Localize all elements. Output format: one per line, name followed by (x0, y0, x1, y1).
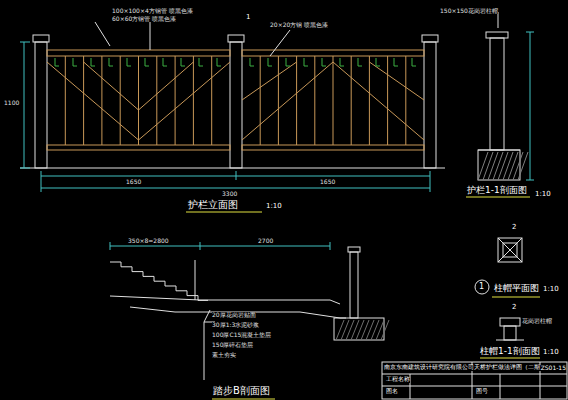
scale: 1:10 (543, 286, 559, 293)
note: 60×60方钢管 喷黑色漆 (112, 16, 176, 22)
layer-note: 素土夯实 (212, 352, 236, 358)
note: 150×150花岗岩柱帽 (440, 8, 498, 14)
section-mark: 1 (246, 14, 250, 21)
callout-number: 1 (479, 283, 484, 291)
dimension: 1650 (320, 179, 335, 185)
view-title: 护栏立面图 (188, 200, 238, 210)
section-mark: 2 (512, 224, 516, 231)
dimension: 3300 (222, 191, 237, 197)
dimension: 1100 (4, 100, 19, 106)
dimension: 2700 (258, 238, 273, 244)
title-block-cell: 图名 (386, 389, 398, 395)
dimension: 1650 (126, 179, 141, 185)
scale: 1:10 (266, 203, 282, 210)
layer-note: 20厚花岗岩贴面 (212, 312, 256, 318)
note: 20×20方钢 喷黑色漆 (270, 22, 328, 28)
note: 花岗岩柱帽 (522, 318, 552, 324)
scale: 1:10 (543, 349, 559, 356)
view-title: 踏步B剖面图 (213, 386, 270, 396)
note: 100×100×4方钢管 喷黑色漆 (112, 8, 193, 14)
title-block-cell: 工程名称 (386, 377, 410, 383)
view-title: 柱帽平面图 (494, 284, 539, 293)
title-block-cell: 图号 (476, 389, 488, 395)
title-block-cell: 南京东南建筑设计研究院有限公司 (384, 365, 474, 371)
layer-note: 30厚1:3水泥砂浆 (212, 322, 259, 328)
scale: 1:10 (535, 191, 551, 198)
dimension: 350×8=2800 (128, 238, 169, 244)
title-block-cell: 天桥护栏做法详图（二期） (474, 365, 546, 371)
view-title: 护栏1-1剖面图 (467, 186, 527, 195)
section-mark: 2 (512, 304, 516, 311)
view-title: 柱帽1-1剖面图 (480, 347, 540, 356)
title-block-cell: ZS01-15 (541, 365, 566, 371)
layer-note: 100厚C15混凝土垫层 (212, 332, 271, 338)
layer-note: 150厚碎石垫层 (212, 342, 253, 348)
